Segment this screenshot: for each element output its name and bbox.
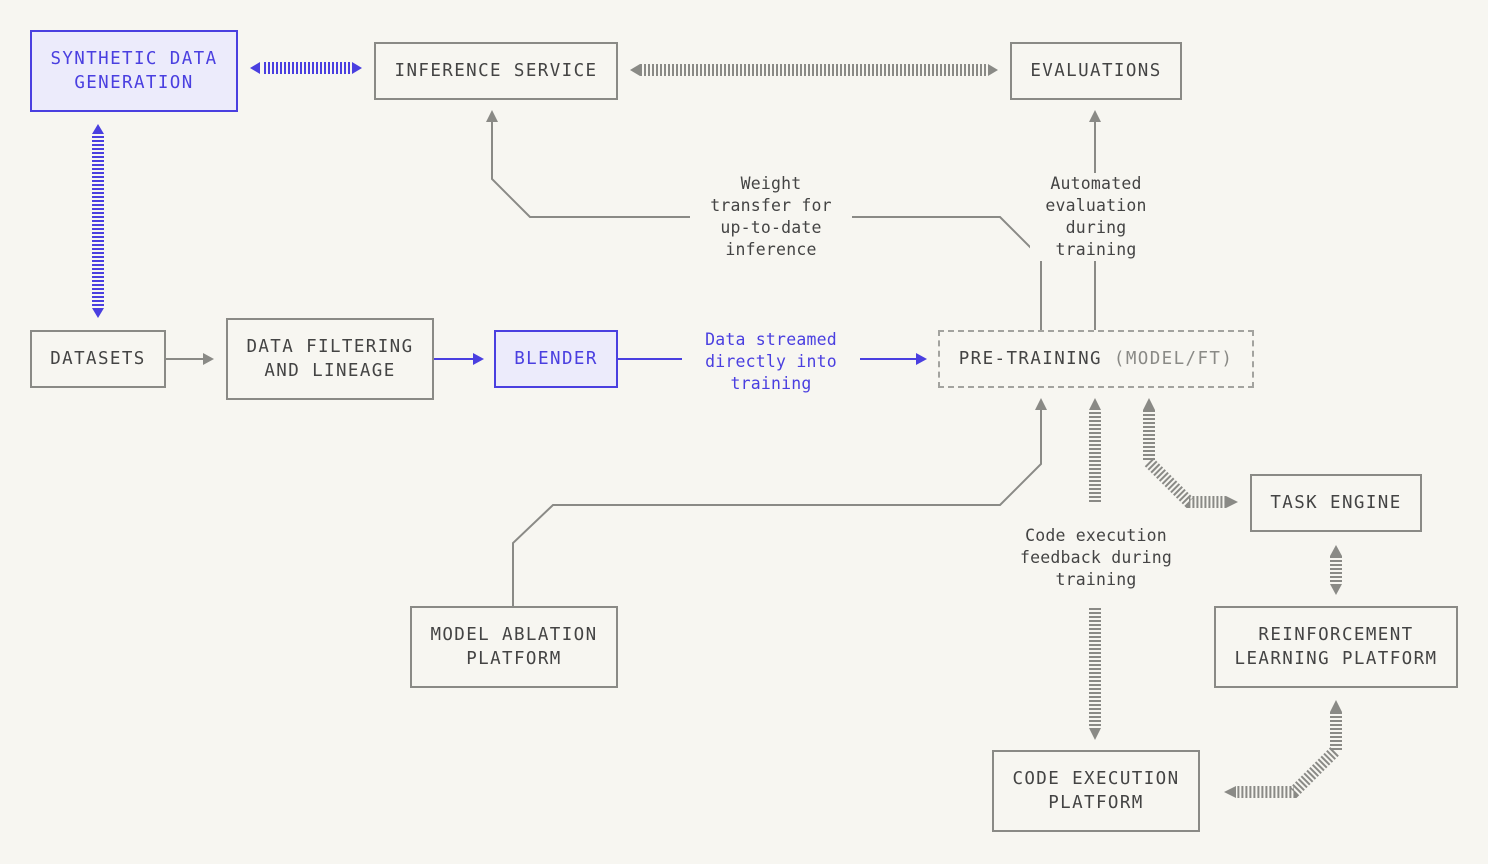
rl-to-code-execution-connector — [1224, 700, 1342, 798]
pre-training-title: PRE-TRAINING — [958, 349, 1102, 369]
datasets-to-filtering-connector — [165, 353, 214, 365]
weight-transfer-label: Weight transfer for up-to-date inference — [690, 173, 852, 261]
filtering-to-blender-connector — [433, 353, 484, 365]
ablation-to-pretraining-connector — [512, 398, 1047, 606]
data-streamed-label: Data streamed directly into training — [682, 329, 860, 395]
data-filtering-node[interactable]: DATA FILTERING AND LINEAGE — [226, 318, 434, 400]
blender-node[interactable]: BLENDER — [494, 330, 618, 388]
synthetic-to-datasets-connector — [92, 124, 104, 318]
synthetic-to-inference-connector — [250, 62, 362, 74]
reinforcement-learning-node[interactable]: REINFORCEMENT LEARNING PLATFORM — [1214, 606, 1458, 688]
task-engine-to-pretraining-connector — [1143, 398, 1238, 508]
automated-evaluation-label: Automated evaluation during training — [1030, 173, 1162, 261]
datasets-node[interactable]: DATASETS — [30, 330, 166, 388]
synthetic-data-generation-node[interactable]: SYNTHETIC DATA GENERATION — [30, 30, 238, 112]
pre-training-suffix: (MODEL/FT) — [1113, 349, 1234, 369]
model-ablation-node[interactable]: MODEL ABLATION PLATFORM — [410, 606, 618, 688]
code-feedback-label: Code execution feedback during training — [1006, 525, 1186, 591]
task-engine-to-rl-connector — [1330, 545, 1342, 595]
code-execution-node[interactable]: CODE EXECUTION PLATFORM — [992, 750, 1200, 832]
inference-service-node[interactable]: INFERENCE SERVICE — [374, 42, 618, 100]
inference-to-evaluations-connector — [630, 64, 998, 76]
evaluations-node[interactable]: EVALUATIONS — [1010, 42, 1182, 100]
code-execution-to-pretraining-connector — [1089, 398, 1101, 740]
pre-training-node[interactable]: PRE-TRAINING (MODEL/FT) — [938, 330, 1254, 388]
task-engine-node[interactable]: TASK ENGINE — [1250, 474, 1422, 532]
